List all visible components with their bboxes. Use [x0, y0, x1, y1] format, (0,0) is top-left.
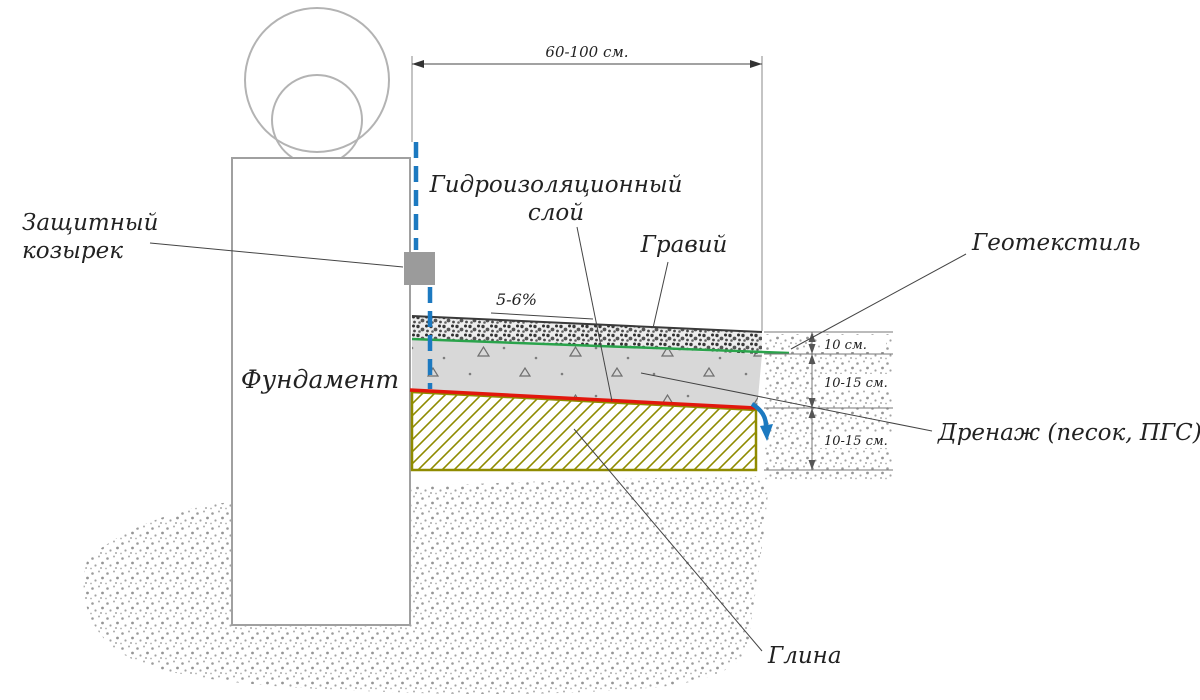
thickness-arrow-4d: [808, 460, 816, 470]
width-dimension-label: 60-100 см.: [545, 43, 628, 61]
geotextile-leader: [790, 253, 967, 350]
dim-label-bg-2: [820, 374, 910, 390]
log-circle-top: [244, 7, 390, 153]
clay-thickness-label: 10-15 см.: [824, 434, 888, 449]
gravel-leader: [652, 261, 669, 329]
protective-visor-label-line1: Защитный: [22, 210, 158, 236]
gravel-thickness-label: 10 см.: [824, 338, 867, 353]
ground-texture-right: [764, 334, 892, 480]
gravel-top-edge: [411, 315, 763, 333]
water-flow-arrow: [750, 402, 769, 427]
foundation-rect: [231, 157, 411, 626]
clay-layer: [410, 390, 758, 472]
water-flow-arrowhead: [760, 424, 773, 441]
waterproofing-label-line2: слой: [528, 200, 584, 226]
sand-layer-texture: [412, 338, 762, 409]
width-dim-arrow-left: [412, 60, 424, 68]
width-dim-arrow-right: [750, 60, 762, 68]
dim-label-bg-3: [820, 432, 910, 448]
foundation-label: Фундамент: [241, 365, 399, 394]
slope-indicator-line: [490, 312, 594, 320]
protective-visor-rect: [404, 252, 435, 285]
gravel-label: Гравий: [640, 232, 728, 258]
thickness-arrow-2d: [808, 344, 816, 354]
drainage-thickness-label: 10-15 см.: [824, 376, 888, 391]
waterproofing-leader: [576, 226, 613, 402]
geotextile-label: Геотекстиль: [971, 230, 1141, 256]
protective-visor-label-line2: козырек: [22, 238, 123, 264]
clay-leader: [573, 428, 763, 652]
dim-label-bg-1: [820, 336, 886, 352]
waterproofing-label-line1: Гидроизоляционный: [429, 172, 683, 198]
thickness-arrow-1u: [808, 332, 816, 342]
thickness-arrow-2u: [808, 354, 816, 364]
membrane-red-line: [409, 388, 757, 410]
clay-label: Глина: [767, 643, 842, 669]
gravel-layer: [412, 316, 762, 354]
drainage-label: Дренаж (песок, ПГС): [937, 420, 1200, 446]
thickness-arrow-3d: [808, 398, 816, 408]
protective-visor-leader: [149, 242, 404, 268]
ground-texture-bottom: [83, 476, 769, 695]
slope-label: 5-6%: [496, 290, 537, 309]
thickness-arrow-3u: [808, 408, 816, 418]
drainage-leader: [640, 372, 933, 432]
